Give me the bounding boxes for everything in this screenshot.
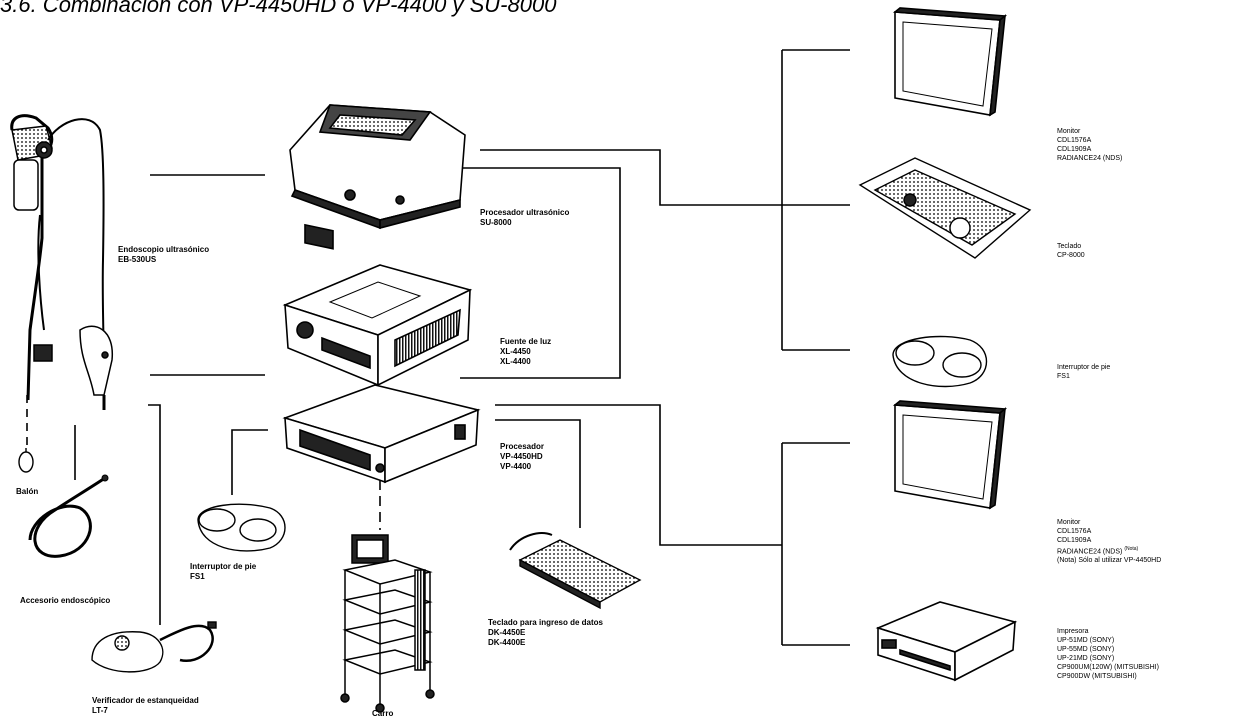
monitor-bottom-model-3-row: RADIANCE24 (NDS) (Nota) bbox=[1057, 545, 1161, 556]
label-printer: Impresora UP-51MD (SONY) UP-55MD (SONY) … bbox=[1057, 627, 1159, 681]
label-monitor-top: Monitor CDL1576A CDL1909A RADIANCE24 (ND… bbox=[1057, 127, 1122, 163]
footswitch-right-model: FS1 bbox=[1057, 372, 1110, 381]
processor-us-name: Procesador ultrasónico bbox=[480, 208, 569, 218]
line-endoscope-to-leaktester bbox=[148, 405, 160, 625]
monitor-bottom-illustration bbox=[895, 401, 1005, 508]
light-source-illustration bbox=[285, 265, 470, 385]
label-balloon: Balón bbox=[16, 487, 38, 497]
light-source-model-1: XL-4450 bbox=[500, 347, 551, 357]
monitor-top-model-2: CDL1909A bbox=[1057, 145, 1122, 154]
processor-model-2: VP-4400 bbox=[500, 462, 544, 472]
endoscope-name: Endoscopio ultrasónico bbox=[118, 245, 209, 255]
balloon-illustration bbox=[19, 448, 33, 472]
label-keyboard-data: Teclado para ingreso de datos DK-4450E D… bbox=[488, 618, 603, 648]
monitor-top-model-1: CDL1576A bbox=[1057, 136, 1122, 145]
printer-model-3: UP-21MD (SONY) bbox=[1057, 654, 1159, 663]
footswitch-left-illustration bbox=[198, 504, 285, 551]
video-processor-illustration bbox=[285, 385, 478, 482]
keyboard-data-illustration bbox=[510, 533, 640, 608]
monitor-bottom-model-2: CDL1909A bbox=[1057, 536, 1161, 545]
leak-tester-illustration bbox=[92, 622, 216, 672]
keyboard-us-model: CP-8000 bbox=[1057, 251, 1085, 260]
endoscope-model: EB-530US bbox=[118, 255, 209, 265]
printer-model-1: UP-51MD (SONY) bbox=[1057, 636, 1159, 645]
label-keyboard-us: Teclado CP-8000 bbox=[1057, 242, 1085, 260]
cart-illustration bbox=[341, 535, 434, 712]
endoscope-illustration bbox=[12, 116, 113, 410]
leak-tester-model: LT-7 bbox=[92, 706, 199, 716]
label-accessory: Accesorio endoscópico bbox=[20, 596, 110, 606]
label-light-source: Fuente de luz XL-4450 XL-4400 bbox=[500, 337, 551, 367]
printer-model-4: CP900UM(120W) (MITSUBISHI) bbox=[1057, 663, 1159, 672]
processor-model-1: VP-4450HD bbox=[500, 452, 544, 462]
light-source-model-2: XL-4400 bbox=[500, 357, 551, 367]
footswitch-left-model: FS1 bbox=[190, 572, 256, 582]
processor-us-model: SU-8000 bbox=[480, 218, 569, 228]
monitor-top-model-3: RADIANCE24 (NDS) bbox=[1057, 154, 1122, 163]
line-processor-to-hub-bottom bbox=[495, 405, 782, 545]
footswitch-right-name: Interruptor de pie bbox=[1057, 363, 1110, 372]
label-leak-tester: Verificador de estanqueidad LT-7 bbox=[92, 696, 199, 716]
printer-illustration bbox=[878, 602, 1015, 680]
accessory-illustration bbox=[30, 475, 108, 556]
keyboard-us-illustration bbox=[860, 158, 1030, 258]
printer-model-5: CP900DW (MITSUBISHI) bbox=[1057, 672, 1159, 681]
leak-tester-name: Verificador de estanqueidad bbox=[92, 696, 199, 706]
label-footswitch-left: Interruptor de pie FS1 bbox=[190, 562, 256, 582]
su8000-illustration bbox=[290, 105, 465, 249]
monitor-bottom-note-mark: (Nota) bbox=[1124, 546, 1138, 552]
monitor-bottom-note: (Nota) Sólo al utilizar VP-4450HD bbox=[1057, 556, 1161, 565]
monitor-top-illustration bbox=[895, 8, 1005, 115]
label-processor-us: Procesador ultrasónico SU-8000 bbox=[480, 208, 569, 228]
monitor-bottom-name: Monitor bbox=[1057, 518, 1161, 527]
printer-name: Impresora bbox=[1057, 627, 1159, 636]
label-processor: Procesador VP-4450HD VP-4400 bbox=[500, 442, 544, 472]
light-source-name: Fuente de luz bbox=[500, 337, 551, 347]
processor-name: Procesador bbox=[500, 442, 544, 452]
label-endoscope: Endoscopio ultrasónico EB-530US bbox=[118, 245, 209, 265]
monitor-top-name: Monitor bbox=[1057, 127, 1122, 136]
keyboard-us-name: Teclado bbox=[1057, 242, 1085, 251]
keyboard-data-name: Teclado para ingreso de datos bbox=[488, 618, 603, 628]
printer-model-2: UP-55MD (SONY) bbox=[1057, 645, 1159, 654]
line-processor-to-keyboard-data bbox=[495, 420, 580, 528]
line-su8000-to-hub bbox=[480, 150, 782, 205]
label-monitor-bottom: Monitor CDL1576A CDL1909A RADIANCE24 (ND… bbox=[1057, 518, 1161, 565]
keyboard-data-model-1: DK-4450E bbox=[488, 628, 603, 638]
footswitch-right-illustration bbox=[893, 336, 987, 386]
footswitch-left-name: Interruptor de pie bbox=[190, 562, 256, 572]
label-footswitch-right: Interruptor de pie FS1 bbox=[1057, 363, 1110, 381]
monitor-bottom-model-1: CDL1576A bbox=[1057, 527, 1161, 536]
line-processor-to-footswitch-left bbox=[232, 430, 268, 495]
monitor-bottom-model-3: RADIANCE24 (NDS) bbox=[1057, 548, 1122, 555]
keyboard-data-model-2: DK-4400E bbox=[488, 638, 603, 648]
